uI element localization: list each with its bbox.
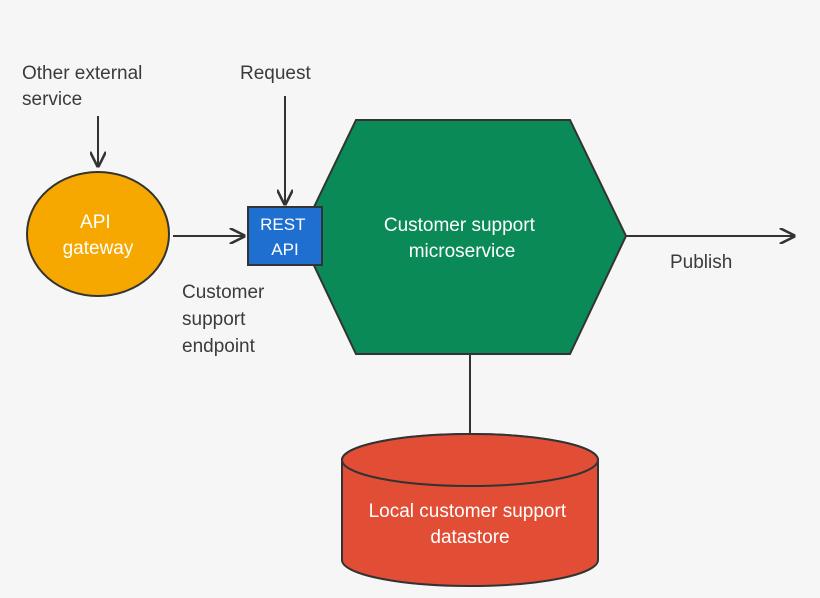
- local-datastore-node: [341, 433, 599, 587]
- customer-support-endpoint-label: Customer support endpoint: [182, 282, 270, 357]
- api-gateway-node: [26, 171, 170, 297]
- local-datastore-label: Local customer support datastore: [369, 501, 572, 548]
- other-external-service-label: Other external service: [22, 63, 148, 110]
- api-gateway-label: API gateway: [63, 212, 134, 259]
- customer-support-microservice-label: Customer support microservice: [384, 215, 540, 262]
- customer-support-microservice-node: [298, 119, 628, 355]
- rest-api-node: [247, 206, 323, 266]
- rest-api-label: REST API: [260, 215, 310, 259]
- request-label: Request: [240, 63, 311, 84]
- publish-label: Publish: [670, 252, 732, 273]
